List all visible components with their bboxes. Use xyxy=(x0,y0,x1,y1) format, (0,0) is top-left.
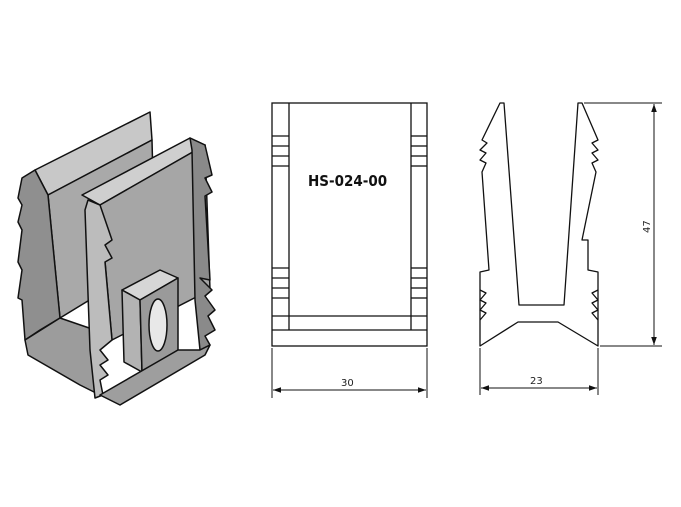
front-width-dimension xyxy=(271,348,428,398)
front-width-value: 30 xyxy=(341,378,354,389)
height-value: 47 xyxy=(642,220,653,233)
right-serrated-edge xyxy=(189,137,216,351)
right-serration-ticks xyxy=(411,135,427,299)
left-serration-ticks xyxy=(272,135,289,299)
side-width-dimension xyxy=(479,348,599,395)
front-left-column xyxy=(84,199,113,399)
center-boss-face xyxy=(121,289,143,373)
left-outer-wall xyxy=(17,169,61,341)
side-profile xyxy=(479,102,599,347)
height-dimension xyxy=(584,102,662,347)
side-view xyxy=(479,102,599,347)
front-view xyxy=(271,102,428,347)
slot-hole xyxy=(148,298,168,352)
isometric-view xyxy=(17,111,216,406)
part-number-label: HS-024-00 xyxy=(308,172,387,190)
base-right xyxy=(99,344,211,406)
front-outline xyxy=(271,102,428,347)
side-width-value: 23 xyxy=(530,376,543,387)
